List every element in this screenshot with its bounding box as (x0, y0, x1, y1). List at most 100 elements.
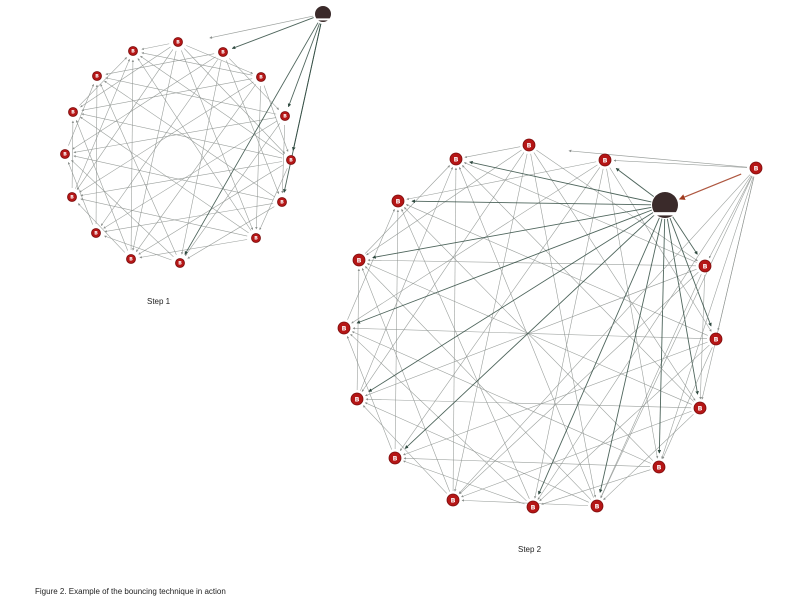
bitcoin-icon: B (221, 50, 225, 56)
step2-node: B (446, 493, 460, 507)
step2-node: B (526, 500, 540, 514)
bitcoin-icon: B (176, 40, 180, 46)
step2-edge (367, 258, 697, 267)
step2-edge (541, 469, 651, 505)
step1-node: B (251, 233, 261, 243)
step1-edge (81, 113, 283, 159)
step1-edge (80, 46, 171, 108)
step2-edge (461, 410, 692, 498)
step2-hub-edge (356, 209, 653, 324)
step2-edge (346, 336, 392, 450)
step2-edge (364, 402, 589, 503)
step2-edge (699, 274, 705, 400)
step1-edge (73, 155, 274, 201)
bitcoin-icon: B (355, 396, 360, 403)
step2-edge (351, 331, 651, 464)
step1-hub-edge (287, 23, 320, 108)
step2-node: B (337, 321, 351, 335)
bitcoin-icon: B (393, 455, 398, 462)
step1-edge (79, 81, 254, 193)
step1-node: B (286, 155, 296, 165)
step1-node: B (67, 192, 77, 202)
bitcoin-icon: B (531, 504, 536, 511)
bitcoin-icon: B (289, 158, 293, 164)
step2-edge (454, 153, 528, 492)
step1-edge (75, 58, 130, 189)
step2-label: Step 2 (518, 545, 542, 554)
step1-node: B (256, 72, 266, 82)
step2-source-edge (708, 175, 753, 259)
step2-source-edge (661, 176, 754, 459)
bitcoin-icon: B (657, 464, 662, 471)
step2-node: B (449, 152, 463, 166)
step2-edge (365, 398, 692, 409)
step2-edge (401, 208, 530, 499)
step2-edge (606, 168, 659, 459)
step2-hub-edge (411, 199, 652, 206)
step1-edge (100, 59, 219, 226)
step2-edge (361, 268, 450, 492)
step1-hub-edge (231, 17, 314, 50)
step2-edge (530, 153, 597, 498)
step2-hub-edge (469, 160, 652, 203)
step2-node: B (652, 460, 666, 474)
step1-edge (104, 203, 274, 233)
step2-edge (403, 460, 525, 505)
step1-edge (104, 80, 275, 198)
step2-node: B (693, 401, 707, 415)
bitcoin-icon: B (129, 257, 133, 263)
step2-edge (662, 347, 713, 460)
step2-hub-edge (404, 214, 656, 449)
bitcoin-icon: B (95, 74, 99, 80)
step1-label: Step 1 (147, 297, 171, 306)
step2-edge (403, 341, 708, 456)
step1-edge (181, 50, 254, 231)
step1-edge (140, 55, 284, 156)
step1-edge (105, 53, 215, 76)
bitcoin-icon: B (527, 142, 532, 149)
step2-edge (366, 263, 692, 405)
step2-edge (463, 162, 697, 263)
step1-node: B (280, 111, 290, 121)
step1-node: B (175, 258, 185, 268)
bitcoin-icon: B (714, 336, 719, 343)
bitcoin-icon: B (603, 157, 608, 164)
bitcoin-icon: B (259, 75, 263, 81)
step2-edge (603, 413, 694, 501)
step1-edge (105, 77, 277, 115)
step2-source-edge (701, 176, 755, 400)
step2-node: B (391, 194, 405, 208)
step1-edge (259, 168, 288, 231)
bitcoin-icon: B (357, 257, 362, 264)
step2-edge (405, 204, 708, 336)
step2-node: B (598, 153, 612, 167)
step1-node: B (126, 254, 136, 264)
step2-edge (461, 499, 589, 506)
bitcoin-icon: B (703, 263, 708, 270)
step1-edge (226, 60, 280, 194)
step1-edge (80, 116, 249, 234)
step2-edge (459, 271, 699, 495)
step1-edge (135, 84, 257, 253)
step1-edge (130, 59, 135, 251)
step2-hub-edge (672, 216, 698, 255)
bitcoin-icon: B (595, 503, 600, 510)
step2-edge (360, 166, 453, 391)
bitcoin-icon: B (698, 405, 703, 412)
step2-edge (534, 168, 604, 499)
figure-caption: Figure 2. Example of the bouncing techni… (35, 587, 226, 596)
step2-source-edge (613, 159, 748, 168)
step2-edge (356, 268, 361, 391)
step1-edge (181, 60, 222, 255)
nodes-layer: BBBBBBBBBBBBBBBBBBBBBBBBBBBBBBBBB (60, 6, 763, 514)
step1-edge (229, 58, 280, 110)
step1-edge (139, 239, 248, 259)
step1-edge (77, 203, 126, 253)
bitcoin-icon: B (451, 497, 456, 504)
step2-hub-edge (368, 212, 654, 392)
step2-node: B (522, 138, 536, 152)
step1-node: B (60, 149, 70, 159)
step2-edge (533, 152, 696, 401)
step1-node: B (277, 197, 287, 207)
